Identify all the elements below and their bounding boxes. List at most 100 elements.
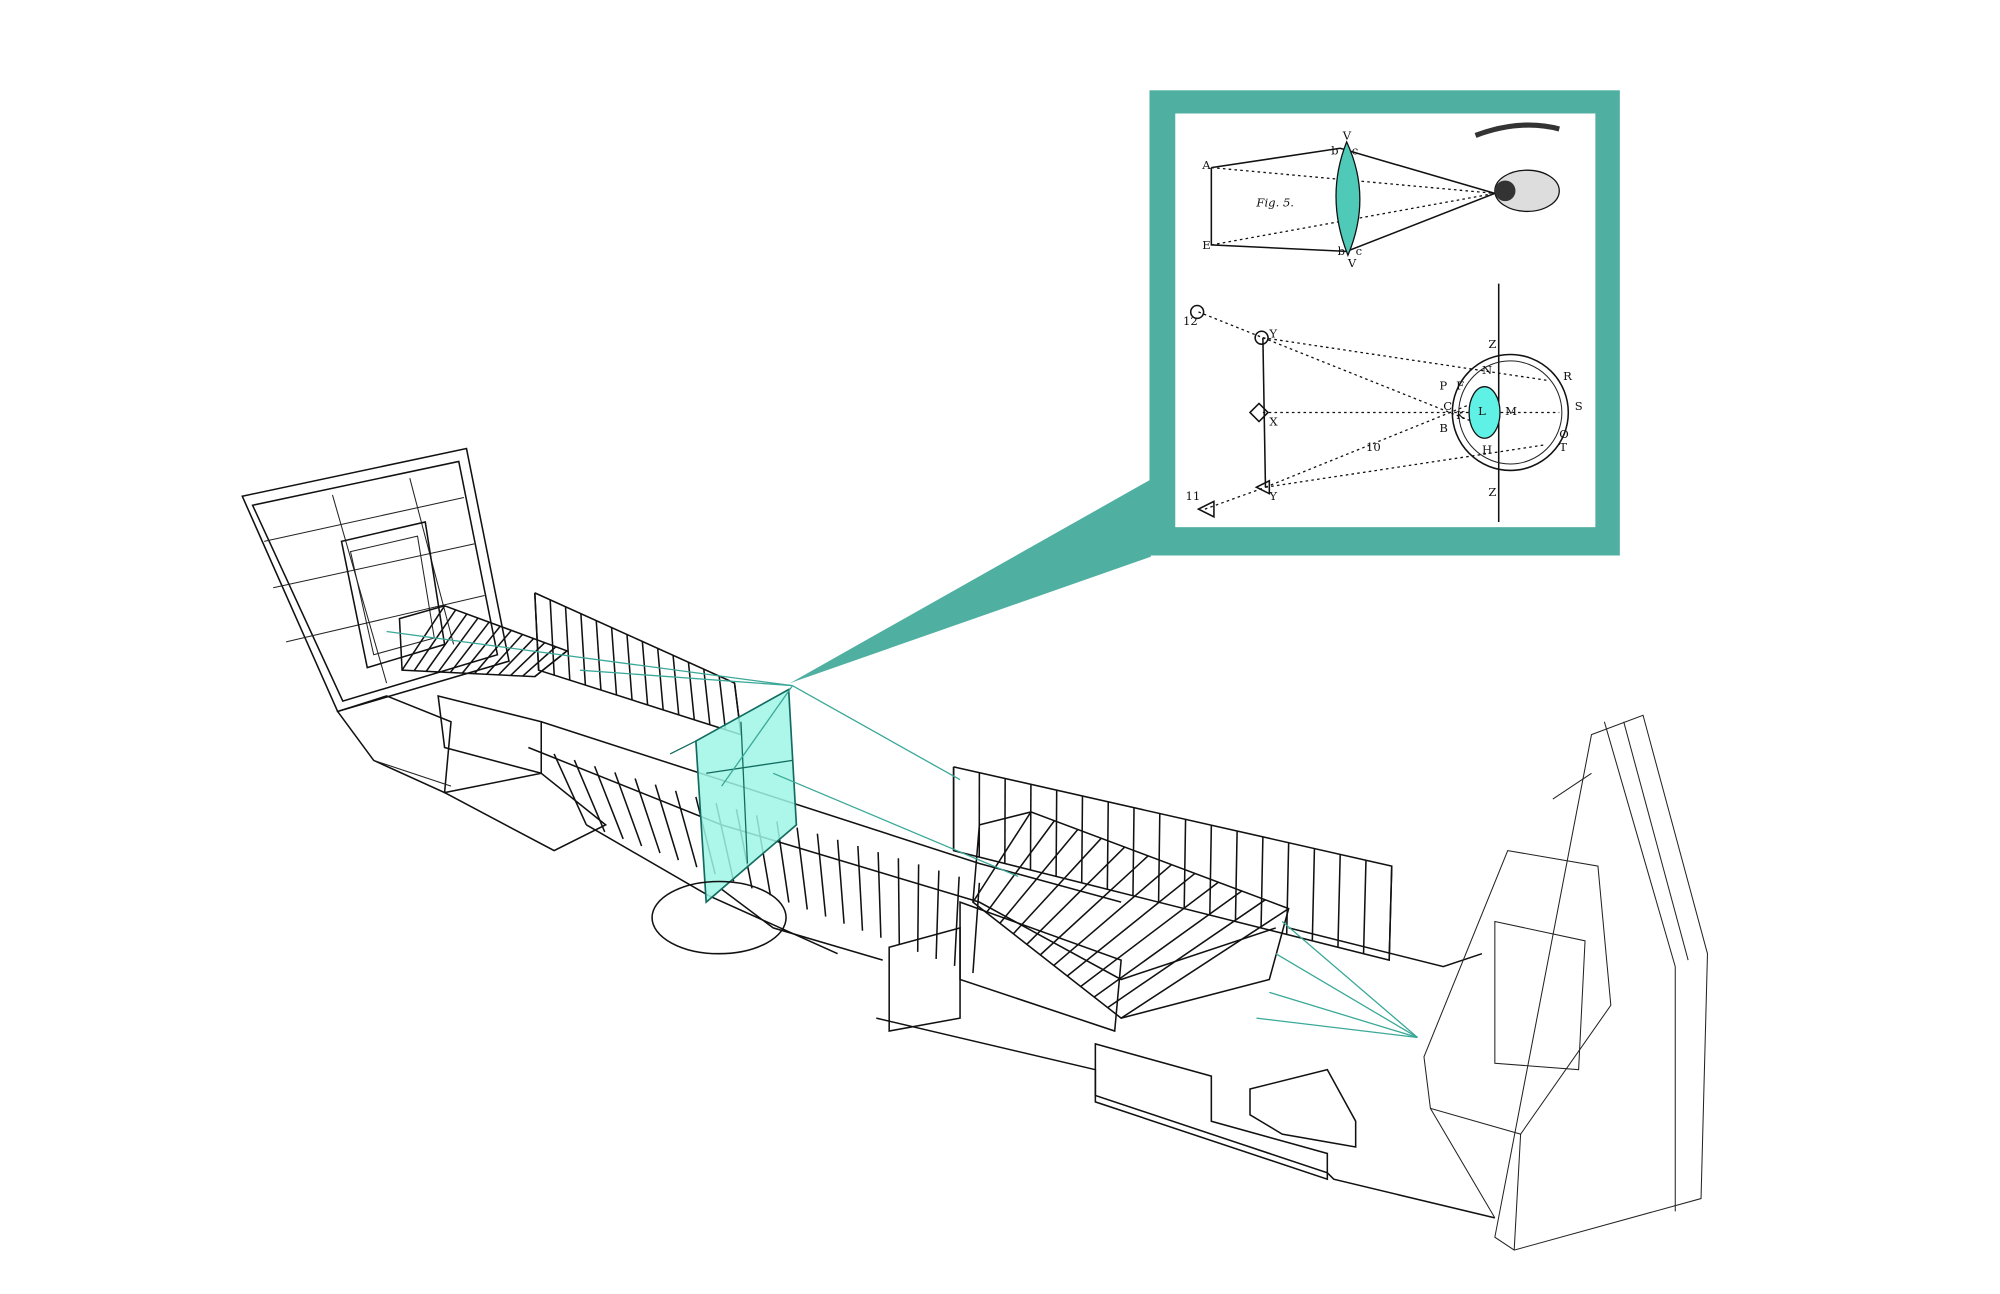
roof-slat [1120,907,1290,1019]
wall-fin [703,669,711,725]
roof-slat [461,625,501,674]
spine-fin [816,833,827,917]
roof-slat [999,829,1079,924]
roof-slat [498,638,535,676]
roof-slat [1093,890,1243,998]
wall-fin [1106,801,1110,890]
spine-fin [573,759,606,833]
roof-slat [972,811,1032,903]
spine [528,721,1277,981]
central-pavilion-roof [888,811,1290,1033]
spine-fin [953,876,960,967]
eye-diagram: 12 Y X Y 11 10 Z Z R S T O C B P F K L M… [1183,283,1583,523]
roof-slat [425,613,468,672]
crystalline-lens [1468,386,1501,439]
roof-slat [1066,872,1196,977]
roof-slat [1053,864,1173,967]
roof-slat [1107,899,1266,1009]
wall-fin [687,662,696,720]
spine-fin [553,753,588,826]
svg-text:C: C [1443,399,1452,413]
wall-fin [1132,807,1135,896]
wall-fin [1080,796,1084,883]
spine-fin [614,772,643,847]
roof-slat [1080,881,1219,988]
spine-fin [634,778,661,854]
roof-slat [522,646,557,677]
svg-text:H: H [1482,443,1492,457]
roof-slat [449,621,490,674]
svg-text:c: c [1356,244,1363,258]
wall-fin [1183,819,1187,909]
svg-text:12: 12 [1183,314,1198,328]
highlighted-volume [669,688,798,904]
svg-text:L: L [1478,404,1486,418]
spine-fin [654,784,680,861]
spine-fin [877,852,882,938]
spine-fin [897,858,901,945]
spine-fin [796,827,809,910]
wall-fin [1260,836,1264,928]
eyeball [1451,353,1570,472]
optics-inset: Fig. 5. A E V V b c b c [1149,90,1620,556]
wall-fin [718,676,727,730]
svg-text:Z: Z [1488,337,1496,351]
wall-fin [1362,860,1367,954]
spine-fin [593,765,624,840]
wall-fin [1055,790,1058,877]
svg-text:X: X [1269,414,1278,428]
svg-text:A: A [1201,158,1211,172]
spine-fin [916,864,920,952]
right-building [1423,714,1708,1251]
wall-fin [1209,825,1213,916]
roof-slat [437,617,479,673]
callout-wedge [789,479,1151,684]
svg-text:b: b [1338,244,1345,258]
roof-slat [485,633,524,675]
wall-fin [564,606,571,681]
lower-platforms [876,927,1496,1219]
wall-fin [1234,831,1238,922]
roof-slat [473,629,512,675]
svg-text:S: S [1575,399,1583,413]
wall-fin [1285,842,1290,935]
svg-text:V: V [1342,128,1352,142]
lens-shape [1335,140,1361,257]
svg-text:Y: Y [1268,327,1277,341]
fin-wall-right [952,766,1393,962]
roof-slat [401,605,446,671]
wall-fin [656,648,664,710]
roof-slat [1012,837,1102,935]
svg-text:c: c [1352,144,1359,158]
svg-text:K: K [1456,408,1465,422]
svg-text:b: b [1331,144,1338,158]
roof-slat [1039,855,1149,956]
wall-fin [1388,866,1393,961]
svg-text:Z: Z [1488,485,1496,499]
svg-text:10: 10 [1366,440,1381,454]
figure-caption: Fig. 5. [1255,195,1294,209]
wall-fin [595,620,602,691]
svg-text:P: P [1439,378,1447,392]
sight-lines [386,630,1418,1039]
svg-text:O: O [1559,427,1568,441]
svg-text:T: T [1559,440,1567,454]
lens-figure: Fig. 5. A E V V b c b c [1201,122,1560,270]
wall-fin [626,634,633,700]
svg-text:E: E [1202,238,1210,252]
wall-fin [1311,848,1316,941]
wall-fin [641,641,649,705]
svg-text:F: F [1456,378,1464,392]
spine-fin [674,790,698,868]
svg-text:M: M [1505,404,1517,418]
roof-slat [413,609,457,672]
svg-text:B: B [1439,421,1448,435]
wall-fin [580,613,587,686]
wall-fin [549,599,555,676]
svg-text:11: 11 [1186,489,1201,503]
spine-fin [972,882,981,974]
svg-text:R: R [1563,369,1572,383]
spine-fin [935,870,940,959]
